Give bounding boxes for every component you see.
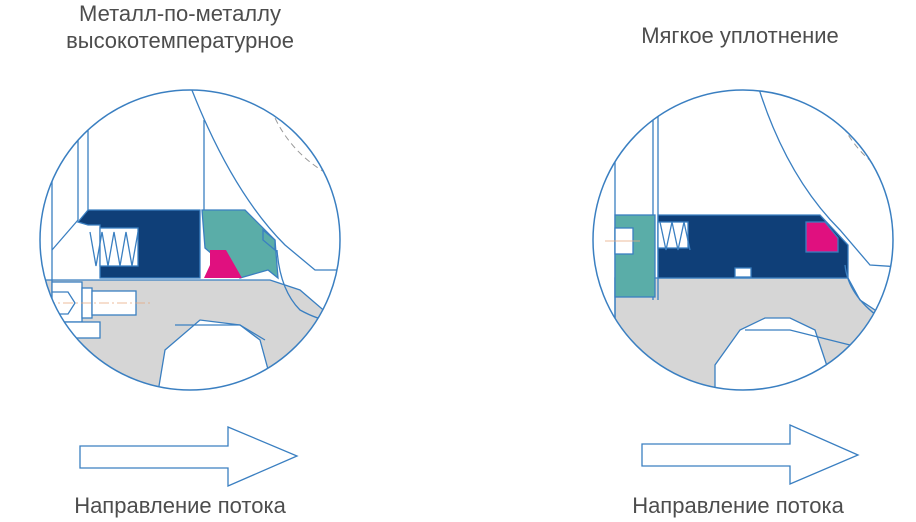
- left-title-line1: Металл-по-металлу: [79, 1, 281, 26]
- right-flow-arrow-icon: [641, 424, 860, 485]
- left-seat-ring: [76, 209, 201, 279]
- right-soft-insert: [805, 221, 839, 253]
- right-retainer: [614, 214, 656, 298]
- left-seal-diagram: [40, 90, 340, 390]
- left-spring: [89, 231, 139, 267]
- right-title-line1: Мягкое уплотнение: [641, 23, 839, 48]
- right-seal-diagram: [605, 90, 893, 390]
- left-flow-caption: Направление потока: [74, 493, 286, 518]
- left-disc-edge: [187, 90, 340, 271]
- left-flow-arrow-icon: [79, 426, 299, 487]
- left-bolt-head: [51, 281, 83, 323]
- right-panel-title: Мягкое уплотнение: [600, 22, 880, 49]
- left-insert: [204, 250, 242, 278]
- right-spring: [659, 221, 691, 251]
- right-flow-caption: Направление потока: [632, 493, 844, 518]
- right-seat-ring: [657, 214, 849, 279]
- right-disc-edge: [751, 90, 893, 268]
- left-detail-circle: [39, 89, 341, 391]
- left-panel-title: Металл-по-металлу высокотемпературное: [0, 0, 360, 54]
- left-title-line2: высокотемпературное: [66, 28, 294, 53]
- right-detail-circle: [592, 89, 894, 391]
